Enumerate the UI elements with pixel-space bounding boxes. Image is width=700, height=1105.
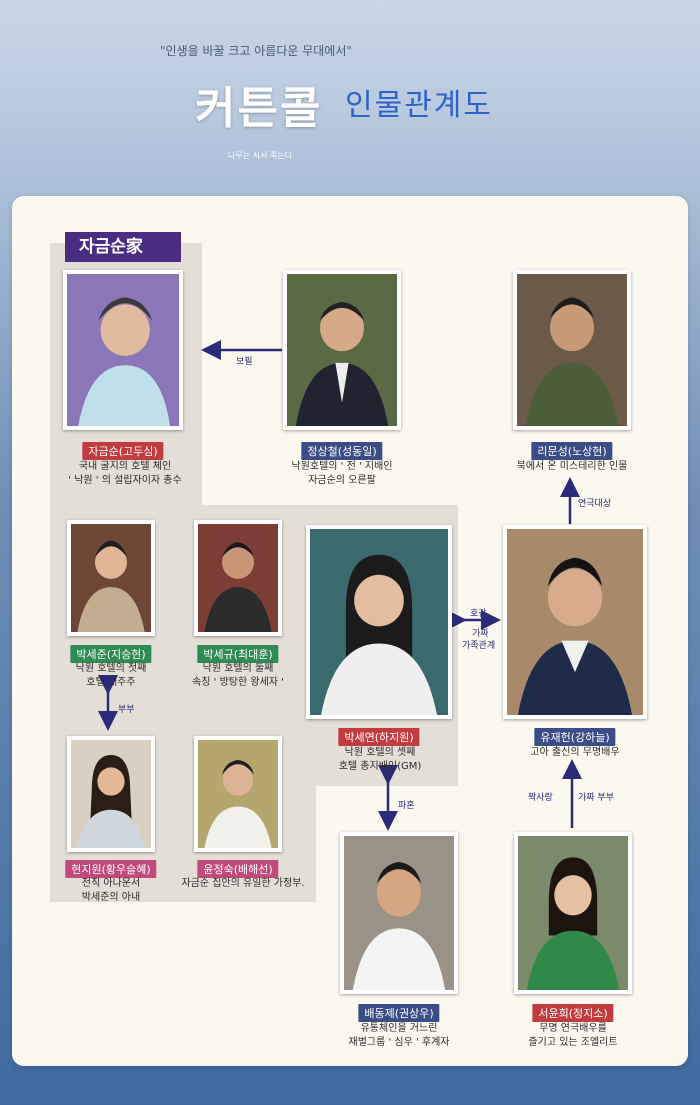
name-park-seyeon: 박세연(하지원) [338,728,420,746]
photo-hyeon-jiwon [67,736,155,852]
name-ja-geumsun: 자금순(고두심) [82,442,164,460]
rel-pahon: 파혼 [398,801,415,811]
name-hyeon-jiwon: 현지원(황우슬혜) [65,860,157,878]
rel-fake-couple: 가짜 부부 [578,793,614,803]
photo-seo-yoonhee [514,832,632,994]
desc-ja-geumsun-2: ' 낙원 ' 의 설립자이자 총수 [68,475,182,486]
family-tab: 자금순家 [65,232,181,262]
photo-bae-dongje [340,832,458,994]
desc-yoo-jaeheon-1: 고아 출신의 무명배우 [530,747,620,758]
photo-ja-geumsun [63,270,183,430]
tagline: "인생을 바꿀 크고 아름다운 무대에서" [160,44,352,58]
desc-jeong-sangcheol-1: 낙원호텔의 ' 전 ' 지배인 [291,461,393,472]
desc-park-seyeon-2: 호텔 총지배인(GM) [338,761,422,772]
page-title: 인물관계도 [345,88,493,123]
rel-jjaksarang: 짝사랑 [528,793,553,803]
desc-bae-dongje-2: 재벌그룹 ' 심우 ' 후계자 [348,1037,450,1048]
rel-bopil: 보필 [236,357,253,367]
desc-seo-yoonhee-2: 즐기고 있는 조엘리트 [528,1037,618,1048]
name-yoon-jeongsuk: 윤정숙(배해선) [197,860,279,878]
photo-jeong-sangcheol [283,270,401,430]
drama-logo: 커튼콜 [195,83,323,134]
desc-bae-dongje-1: 유통체인을 거느린 [360,1023,438,1034]
desc-park-segyu-2: 속칭 ' 방탕한 왕세자 ' [192,677,284,688]
name-bae-dongje: 배동제(권상우) [358,1004,440,1022]
rel-fake-family: 가짜 [472,629,489,639]
desc-jeong-sangcheol-2: 자금순의 오른팔 [308,475,376,486]
desc-park-seyeon-1: 낙원 호텔의 셋째 [344,747,416,758]
photo-park-sejun [67,520,155,636]
desc-park-segyu-1: 낙원 호텔의 둘째 [202,663,274,674]
photo-yoon-jeongsuk [194,736,282,852]
photo-park-seyeon [306,525,452,719]
name-yoo-jaeheon: 유재헌(강하늘) [534,728,616,746]
desc-hyeon-jiwon-2: 박세준의 아내 [81,892,141,903]
rel-bubu: 부부 [118,705,135,715]
desc-ja-geumsun-1: 국내 굴지의 호텔 체인 [78,461,172,472]
poster-header: "인생을 바꿀 크고 아름다운 무대에서" 커튼콜 나무는 서서 죽는다 인물관… [0,0,700,200]
desc-hyeon-jiwon-1: 전직 아나운서 [81,878,141,889]
logo-subtitle: 나무는 서서 죽는다 [228,151,292,160]
name-seo-yoonhee: 서윤희(정지소) [532,1004,614,1022]
desc-yoon-jeongsuk-1: 자금순 집안의 유일한 가정부. [181,878,305,889]
photo-yoo-jaeheon [503,525,647,719]
rel-yeongeuk: 연극대상 [578,499,612,509]
desc-seo-yoonhee-1: 무명 연극배우를 [539,1023,607,1034]
rel-fake-family2: 가족관계 [462,641,496,651]
name-ri-munseong: 리문성(노상현) [531,442,613,460]
name-park-segyu: 박세규(최대훈) [197,645,279,663]
photo-ri-munseong [513,270,631,430]
name-park-sejun: 박세준(지승현) [70,645,152,663]
desc-park-sejun-1: 낙원 호텔의 첫째 [75,663,147,674]
desc-ri-munseong-1: 북에서 온 미스테리한 인물 [516,461,628,472]
desc-park-sejun-2: 호텔 대주주 [86,677,136,688]
photo-park-segyu [194,520,282,636]
name-jeong-sangcheol: 정상철(성동일) [301,442,383,460]
rel-hogam: 호감 [470,609,487,619]
